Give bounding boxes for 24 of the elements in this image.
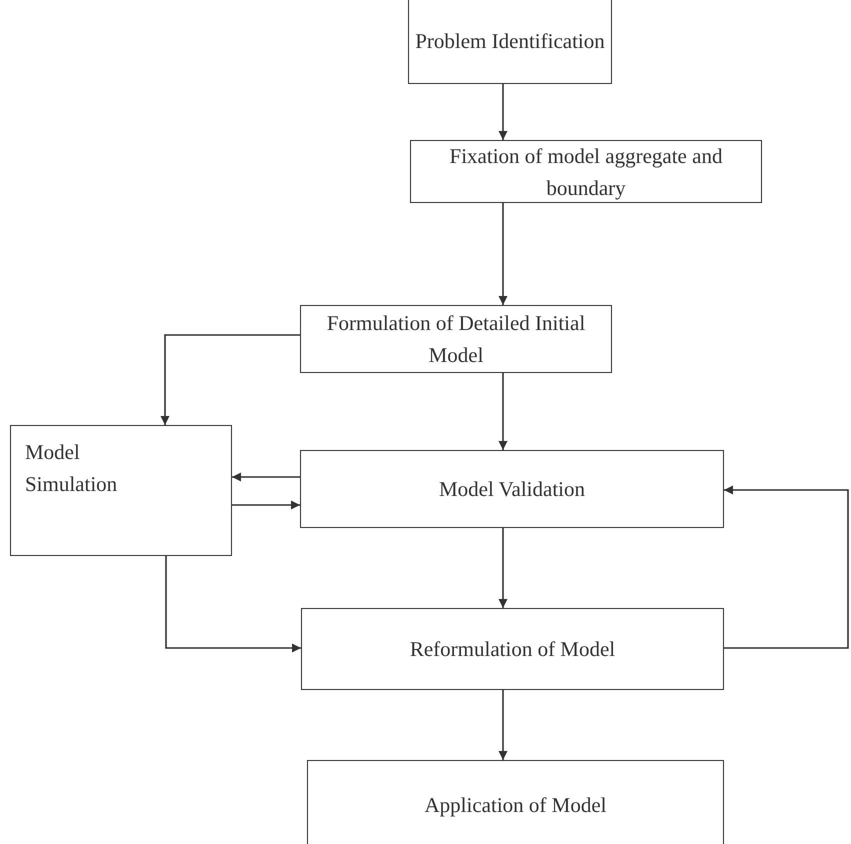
process-box	[300, 305, 612, 373]
process-box	[10, 425, 232, 556]
process-box	[300, 450, 724, 528]
arrow	[498, 203, 508, 305]
arrow	[498, 690, 508, 760]
arrow	[232, 472, 300, 482]
arrow	[498, 528, 508, 608]
box-label: Application of Model	[424, 792, 606, 819]
box-label: Reformulation of Model	[410, 636, 616, 663]
process-box	[410, 140, 762, 203]
arrow	[724, 486, 849, 649]
arrow	[160, 334, 300, 425]
arrow	[165, 556, 301, 652]
arrow	[498, 373, 508, 450]
process-box	[307, 760, 724, 844]
process-box	[408, 0, 612, 84]
box-label: Model Simulation	[25, 439, 118, 498]
arrow	[498, 84, 508, 140]
box-label: Problem Identification	[415, 28, 605, 55]
process-box	[301, 608, 724, 690]
arrow	[232, 500, 300, 510]
box-label: Formulation of Detailed Initial Model	[326, 310, 586, 369]
box-label: Fixation of model aggregate and boundary	[448, 142, 724, 202]
box-label: Model Validation	[438, 476, 585, 503]
